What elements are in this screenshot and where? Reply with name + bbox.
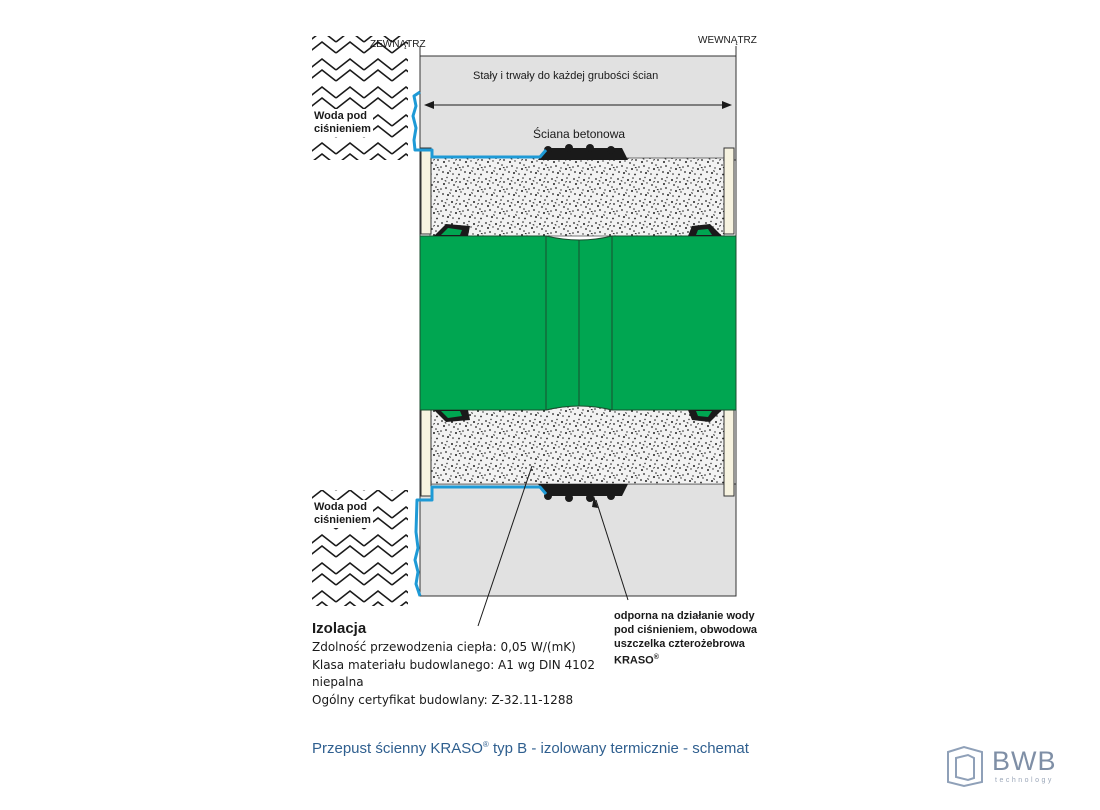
water-label-top-line2: ciśnieniem: [314, 123, 371, 135]
seal-note-brand: KRASO: [614, 654, 654, 667]
inside-label: WEWNĄTRZ: [698, 35, 757, 46]
seal-leader-arrow: [592, 496, 598, 508]
seal-note-registered-mark: ®: [653, 654, 659, 661]
four-rib-seal-top: [538, 144, 628, 160]
pipe-seal-bottom-right: [688, 410, 722, 422]
water-line-top: [411, 90, 548, 159]
insulation-top: [429, 157, 725, 237]
water-label-top: Woda pod ciśnieniem: [312, 109, 373, 137]
seal-note-line-4: KRASO®: [614, 651, 804, 668]
bwb-logo: BWB technology: [944, 744, 1064, 794]
caption-text-after: typ B - izolowany termicznie - schemat: [488, 740, 749, 757]
insulation-bottom: [429, 405, 725, 485]
outside-label: ZEWNĄTRZ: [370, 39, 426, 50]
four-rib-seal-bottom: [538, 484, 628, 502]
flange-right-top: [723, 147, 735, 235]
pipe-seal-top-left: [434, 224, 470, 236]
concrete-wall-top: [419, 55, 737, 161]
concrete-wall-bottom: [419, 483, 737, 597]
caption-text-before: Przepust ścienny KRASO: [312, 740, 483, 757]
seal-note-line-2: pod ciśnieniem, obwodowa: [614, 624, 758, 636]
water-label-top-line1: Woda pod: [314, 110, 367, 122]
insulation-line-2: Klasa materiału budowlanego: A1 wg DIN 4…: [312, 658, 596, 672]
bwb-logo-icon: [947, 745, 983, 788]
insulation-line-1: Zdolność przewodzenia ciepła: 0,05 W/(mK…: [312, 640, 576, 654]
water-label-bottom: Woda pod ciśnieniem: [312, 500, 373, 528]
seal-note-line-3: uszczelka czterożebrowa: [614, 638, 745, 650]
thickness-arrow-left: [424, 101, 434, 109]
flange-left-top: [420, 147, 432, 235]
diagram-caption: Przepust ścienny KRASO® typ B - izolowan…: [312, 740, 749, 757]
soil-hatch-top: [312, 36, 408, 160]
caption-registered-mark: ®: [482, 740, 489, 749]
insulation-line-3: niepalna: [312, 675, 364, 689]
pipe-seal-bottom-left: [434, 410, 470, 422]
insulation-line-4: Ogólny certyfikat budowlany: Z-32.11-128…: [312, 693, 574, 707]
wall-label: Ściana betonowa: [533, 127, 626, 141]
bwb-logo-name: BWB: [992, 746, 1057, 776]
water-line-bottom: [413, 485, 548, 597]
thickness-label: Stały i trwały do każdej grubości ścian: [473, 70, 659, 82]
green-pipe: [419, 235, 737, 411]
insulation-leader-line: [477, 465, 533, 627]
bwb-logo-sub: technology: [995, 777, 1054, 784]
seal-note: odporna na działanie wody pod ciśnieniem…: [614, 609, 804, 668]
thickness-arrow-right: [722, 101, 732, 109]
seal-note-line-1: odporna na działanie wody: [614, 610, 755, 622]
insulation-title: Izolacja: [312, 620, 367, 637]
pipe-seal-top-right: [688, 224, 722, 236]
flange-left-bottom: [420, 409, 432, 497]
water-label-bottom-line2: ciśnieniem: [314, 514, 371, 526]
flange-right-bottom: [723, 409, 735, 497]
seal-leader-line: [595, 499, 629, 601]
water-label-bottom-line1: Woda pod: [314, 501, 367, 513]
